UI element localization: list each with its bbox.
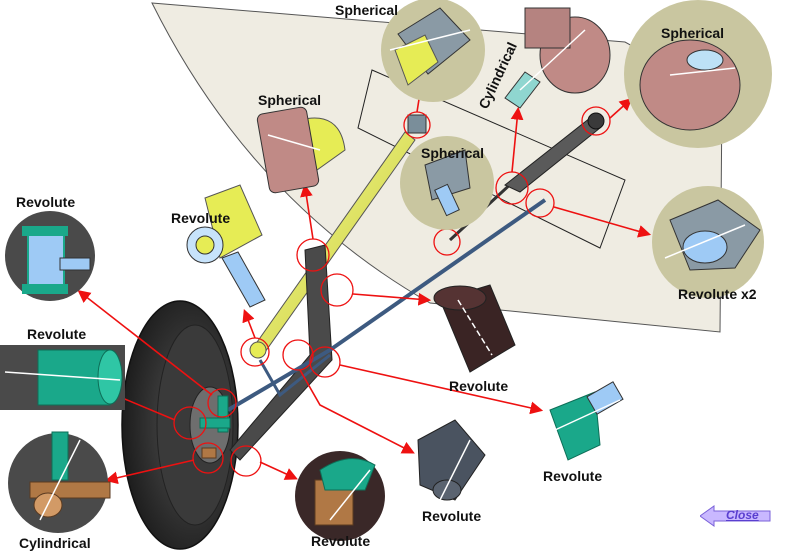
arrow-left-icon xyxy=(700,505,771,527)
spring-bottom-eye xyxy=(249,341,267,359)
arrow-revolute-yellow xyxy=(242,309,256,339)
label-revolute-x2: Revolute x2 xyxy=(678,286,757,302)
hub-joint-lower xyxy=(201,447,217,459)
label-cylindrical-bottom: Cylindrical xyxy=(19,535,91,551)
arrow-revolute-bottom-center xyxy=(299,369,415,454)
label-revolute-bottom-center: Revolute xyxy=(422,508,481,524)
label-spherical-center: Spherical xyxy=(421,145,484,161)
close-button-label: Close xyxy=(726,508,759,522)
callout-circle-hub-mid xyxy=(173,406,207,440)
callout-circle-lower-right xyxy=(309,346,341,378)
detail-revolute-left-mid xyxy=(0,345,125,410)
arrow-cylindrical-bottom xyxy=(104,459,195,485)
label-revolute-right-mid: Revolute xyxy=(543,468,602,484)
hub-joint-axle xyxy=(199,417,231,429)
callout-circle-hub-bottom xyxy=(192,442,224,474)
arrow-revolute-bottom-left xyxy=(259,461,298,480)
callout-circle-upright-mid xyxy=(320,273,354,307)
arrow-spherical-right xyxy=(609,97,633,119)
detail-cylindrical-top xyxy=(504,7,611,109)
detail-spherical-right xyxy=(624,0,772,148)
label-revolute-bottom-left: Revolute xyxy=(311,533,370,549)
callout-circle-lower-left xyxy=(282,339,314,371)
detail-revolute-right-mid xyxy=(549,381,624,461)
arrow-revolute-center xyxy=(352,292,432,306)
label-spherical-top: Spherical xyxy=(335,2,398,18)
arrow-revolute-x2 xyxy=(553,206,652,238)
label-revolute-left-mid: Revolute xyxy=(27,326,86,342)
detail-spherical-center xyxy=(400,136,494,230)
close-button[interactable]: Close xyxy=(700,505,772,527)
detail-spherical-left xyxy=(256,106,346,194)
callout-circle-tie-rod-end xyxy=(525,188,555,218)
detail-revolute-far-left xyxy=(5,211,95,301)
arrow-revolute-far-left xyxy=(77,290,213,396)
label-spherical-left: Spherical xyxy=(258,92,321,108)
label-revolute-center: Revolute xyxy=(449,378,508,394)
detail-cylindrical-bottom xyxy=(8,431,111,533)
label-spherical-right: Spherical xyxy=(661,25,724,41)
lower-link xyxy=(258,353,331,398)
label-revolute-yellow: Revolute xyxy=(171,210,230,226)
detail-spherical-top xyxy=(381,0,485,102)
arrow-spherical-left xyxy=(300,183,314,240)
detail-revolute-center xyxy=(433,284,516,373)
arrow-revolute-right-mid xyxy=(339,364,544,415)
hub-joint-upright xyxy=(217,395,229,433)
detail-revolute-x2 xyxy=(652,186,764,298)
detail-revolute-yellow xyxy=(186,184,266,308)
label-revolute-far-left: Revolute xyxy=(16,194,75,210)
arrow-cylindrical-top xyxy=(510,106,524,173)
tie-rod xyxy=(226,198,547,412)
callout-circle-shock-top xyxy=(581,106,611,136)
spring-top-mount xyxy=(407,114,427,134)
detail-revolute-bottom-center xyxy=(417,419,486,501)
shock-top-eye xyxy=(587,112,605,130)
callout-circle-hub-top xyxy=(207,388,237,418)
detail-revolute-bottom-left xyxy=(295,451,385,541)
callout-circle-lower-bottom xyxy=(230,445,262,477)
chassis-panel-outline xyxy=(357,69,626,249)
